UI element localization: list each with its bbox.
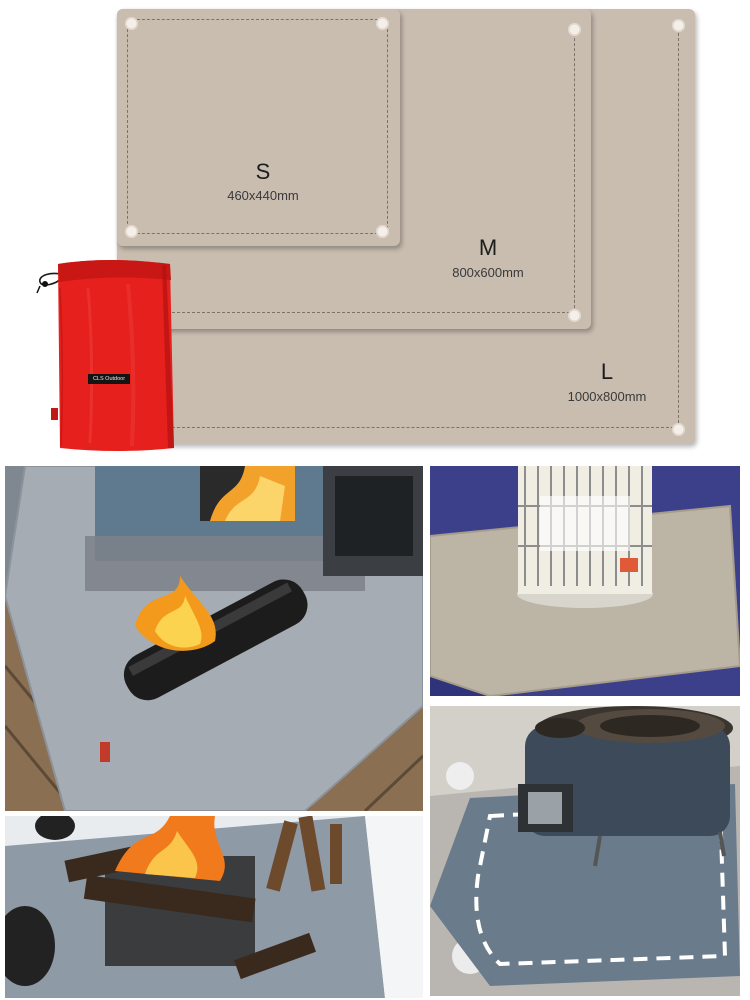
size-s-letter: S	[255, 159, 271, 184]
storage-bag-illustration	[36, 260, 174, 451]
grommet-icon	[568, 23, 581, 36]
grommet-icon	[672, 423, 685, 436]
grommet-icon	[672, 19, 685, 32]
bag-brand-label: CLS Outdoor	[88, 374, 130, 384]
mat-l-dashed-border	[137, 28, 679, 428]
size-m-letter: M	[478, 235, 498, 260]
mat-s-dashed-border	[127, 19, 388, 234]
size-s-dimensions: 460x440mm	[227, 188, 299, 203]
kerosene-heater-on-mat-photo	[430, 466, 740, 696]
grommet-icon	[376, 225, 389, 238]
stove-fire-on-mat-photo	[5, 466, 423, 811]
cast-iron-stove-on-mat-photo	[430, 706, 740, 996]
mat-size-s: S 460x440mm	[117, 9, 400, 246]
campfire-on-mat-photo	[5, 816, 423, 998]
grommet-icon	[125, 225, 138, 238]
size-l-letter: L	[600, 359, 614, 384]
grommet-icon	[376, 17, 389, 30]
size-l-dimensions: 1000x800mm	[567, 389, 647, 404]
mat-m-dashed-border	[137, 28, 575, 313]
size-m-dimensions: 800x600mm	[452, 265, 524, 280]
grommet-icon	[568, 309, 581, 322]
grommet-icon	[125, 17, 138, 30]
storage-bag: CLS Outdoor	[28, 248, 188, 463]
